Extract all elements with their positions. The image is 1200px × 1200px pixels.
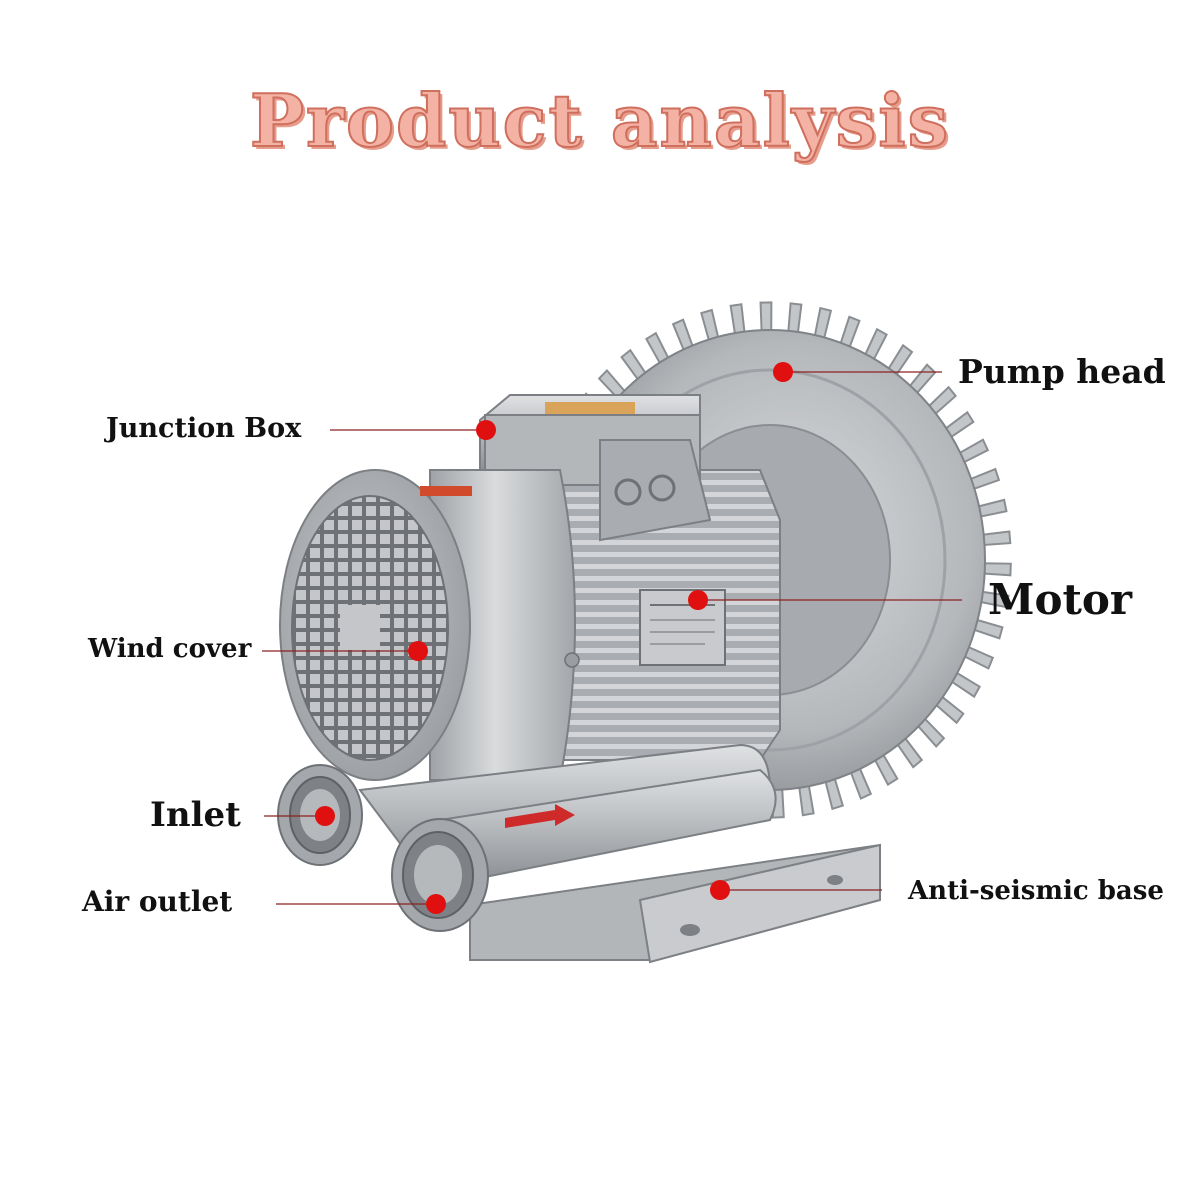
label-air-outlet: Air outlet xyxy=(82,885,233,918)
callouts xyxy=(262,362,962,914)
junction-box xyxy=(479,394,712,542)
label-inlet: Inlet xyxy=(150,795,241,835)
page-title: Product analysis xyxy=(249,77,951,164)
pump-head-marker xyxy=(773,362,793,382)
air-outlet-pipe xyxy=(391,818,489,932)
wind-cover-marker xyxy=(408,641,428,661)
inlet-marker xyxy=(315,806,335,826)
motor-marker xyxy=(688,590,708,610)
wind-cover xyxy=(279,469,580,781)
label-motor: Motor xyxy=(988,575,1133,624)
anti-seismic-base-marker xyxy=(710,880,730,900)
label-anti-seismic-base: Anti-seismic base xyxy=(908,876,1164,906)
label-pump-head: Pump head xyxy=(958,352,1166,391)
base-plate xyxy=(469,843,881,964)
label-junction-box: Junction Box xyxy=(106,413,302,444)
junction-box-marker xyxy=(476,420,496,440)
air-outlet-marker xyxy=(426,894,446,914)
label-wind-cover: Wind cover xyxy=(88,634,252,664)
